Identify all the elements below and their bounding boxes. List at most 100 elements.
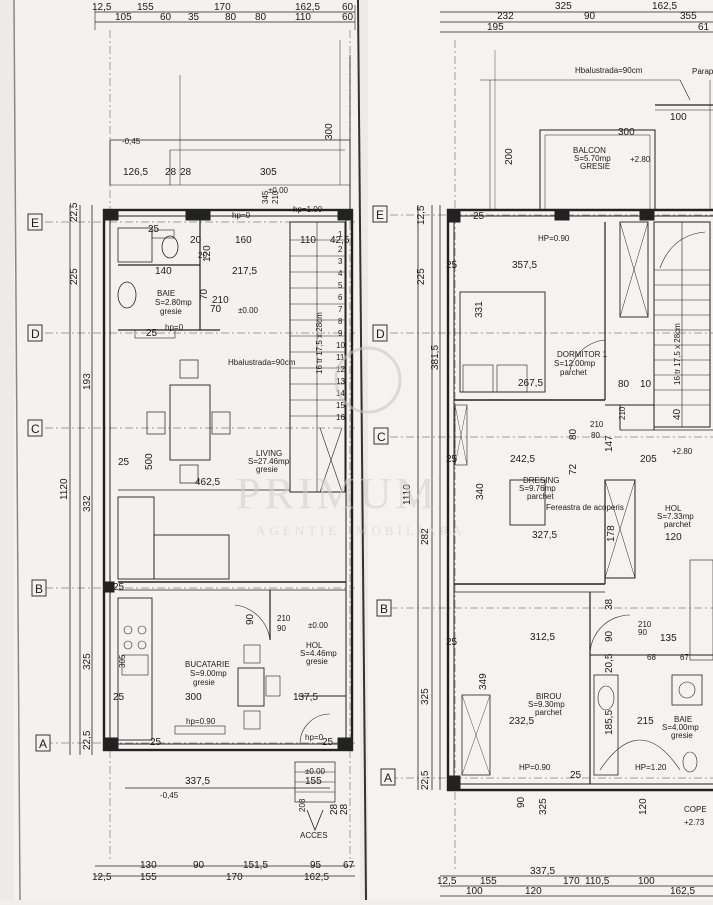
- dim-label: 68: [647, 653, 656, 662]
- room-area: S=12.00mp: [554, 359, 596, 368]
- left-sheet: [14, 0, 360, 900]
- left-dim: 332: [82, 495, 93, 512]
- top-dim: 105: [115, 12, 132, 23]
- access-label: ACCES: [300, 831, 328, 840]
- level-mark: HP=1.20: [635, 763, 667, 772]
- left-dim: 22,5: [82, 730, 93, 750]
- top-dim: 155: [137, 2, 154, 13]
- top-dim: 232: [497, 11, 514, 22]
- room-area: S=9.30mp: [528, 700, 565, 709]
- top-dim: 60: [160, 12, 172, 23]
- room-area: S=9.76mp: [519, 484, 556, 493]
- stair-step-number: 14: [336, 389, 345, 398]
- grid-letter: A: [39, 737, 47, 751]
- top-dim: 90: [584, 11, 596, 22]
- bottom-dim: 130: [140, 860, 157, 871]
- bottom-dim: 90: [193, 860, 205, 871]
- level-mark: ±0.00: [268, 186, 289, 195]
- dim-label: 25: [113, 692, 125, 703]
- balustrade-note: Hbalustrada=90cm: [228, 358, 296, 367]
- room-area: S=4.00mp: [662, 723, 699, 732]
- dim-label: 110: [300, 235, 316, 246]
- top-dim: 195: [487, 22, 504, 33]
- room-name: DORMITOR 1: [557, 350, 608, 359]
- top-dim: 162,5: [295, 2, 320, 13]
- grid-letter: C: [31, 422, 40, 436]
- left-dim: 225: [69, 268, 80, 285]
- dim-label: 10: [640, 379, 652, 390]
- dim-label: 25: [446, 637, 458, 648]
- top-dim: 355: [680, 11, 697, 22]
- dim-label: 25: [570, 770, 582, 781]
- room-name: BALCON: [573, 146, 606, 155]
- room-finish: gresie: [306, 657, 328, 666]
- stair-treads: [290, 239, 345, 417]
- dim-label: 20: [190, 235, 202, 246]
- dim-label: 90: [277, 624, 286, 633]
- dim-label: 25: [148, 224, 160, 235]
- bottom-dim: 110,5: [585, 876, 610, 887]
- dim-label: 331: [474, 301, 485, 318]
- dim-label: 28: [180, 167, 192, 178]
- dim-label: 208: [298, 798, 307, 812]
- stair-step-number: 3: [338, 257, 343, 266]
- top-dim: 60: [342, 2, 354, 13]
- stair-step-number: 2: [338, 245, 343, 254]
- grid-letter: E: [31, 216, 39, 230]
- dim-label: 185,5: [604, 710, 615, 735]
- stair-note: 16 tr 17,5 x 28cm: [315, 312, 324, 374]
- room-finish: parchet: [560, 368, 587, 377]
- room-finish: parchet: [527, 492, 554, 501]
- dim-label: 215: [637, 716, 654, 727]
- bottom-dim: 12,5: [437, 876, 457, 887]
- level-mark: +2.73: [684, 818, 705, 827]
- bottom-dim: 162,5: [304, 872, 329, 883]
- room-area: S=2.80mp: [155, 298, 192, 307]
- top-dim: 60: [342, 12, 354, 23]
- stair-step-number: 8: [338, 317, 343, 326]
- stair-step-number: 1: [338, 230, 343, 239]
- stair-step-number: 6: [338, 293, 343, 302]
- upper-floor-plan: [372, 11, 713, 897]
- dim-label: 90: [245, 613, 256, 625]
- dim-label: 160: [235, 235, 252, 246]
- level-mark: ±0.00: [305, 767, 326, 776]
- dim-label: 217,5: [232, 266, 257, 277]
- dim-label: 305: [118, 654, 127, 668]
- top-dim: 170: [214, 2, 231, 13]
- left-dim: 325: [82, 653, 93, 670]
- stair-step-number: 15: [336, 401, 345, 410]
- grid-letter: D: [31, 327, 40, 341]
- stair-step-number: 5: [338, 281, 343, 290]
- bottom-dim: 12,5: [92, 872, 112, 883]
- left-dim: 381,5: [430, 345, 441, 370]
- dim-label: 500: [144, 453, 155, 470]
- dim-label: 90: [604, 630, 615, 642]
- balustrade-note: Hbalustrada=90cm: [575, 66, 643, 75]
- dim-label: 70: [210, 304, 222, 315]
- top-dim: 12,5: [92, 2, 112, 13]
- top-dim: 162,5: [652, 1, 677, 12]
- dim-label: 137,5: [293, 692, 318, 703]
- dim-label: 337,5: [185, 776, 210, 787]
- bottom-dim: 162,5: [670, 886, 695, 897]
- stair-step-number: 13: [336, 377, 345, 386]
- ground-floor-labels: 12,5 155 170 162,5 60 105 60 35 80 80 11…: [31, 2, 355, 883]
- bottom-dim: 95: [310, 860, 322, 871]
- left-dim: 282: [420, 528, 431, 545]
- stair-step-number: 11: [336, 353, 345, 362]
- dim-label: 25: [322, 737, 334, 748]
- room-area: S=7.33mp: [657, 512, 694, 521]
- room-area: S=27.46mp: [248, 457, 290, 466]
- room-name: BIROU: [536, 692, 562, 701]
- grid-letter: A: [384, 771, 392, 785]
- room-name: HOL: [665, 504, 682, 513]
- room-name: BAIE: [674, 715, 692, 724]
- dim-label: 300: [324, 123, 335, 140]
- bottom-dim: 151,5: [243, 860, 268, 871]
- dim-label: 25: [118, 457, 130, 468]
- level-mark: hp=0: [165, 323, 184, 332]
- dim-label: 462,5: [195, 477, 220, 488]
- dim-label: 305: [260, 167, 277, 178]
